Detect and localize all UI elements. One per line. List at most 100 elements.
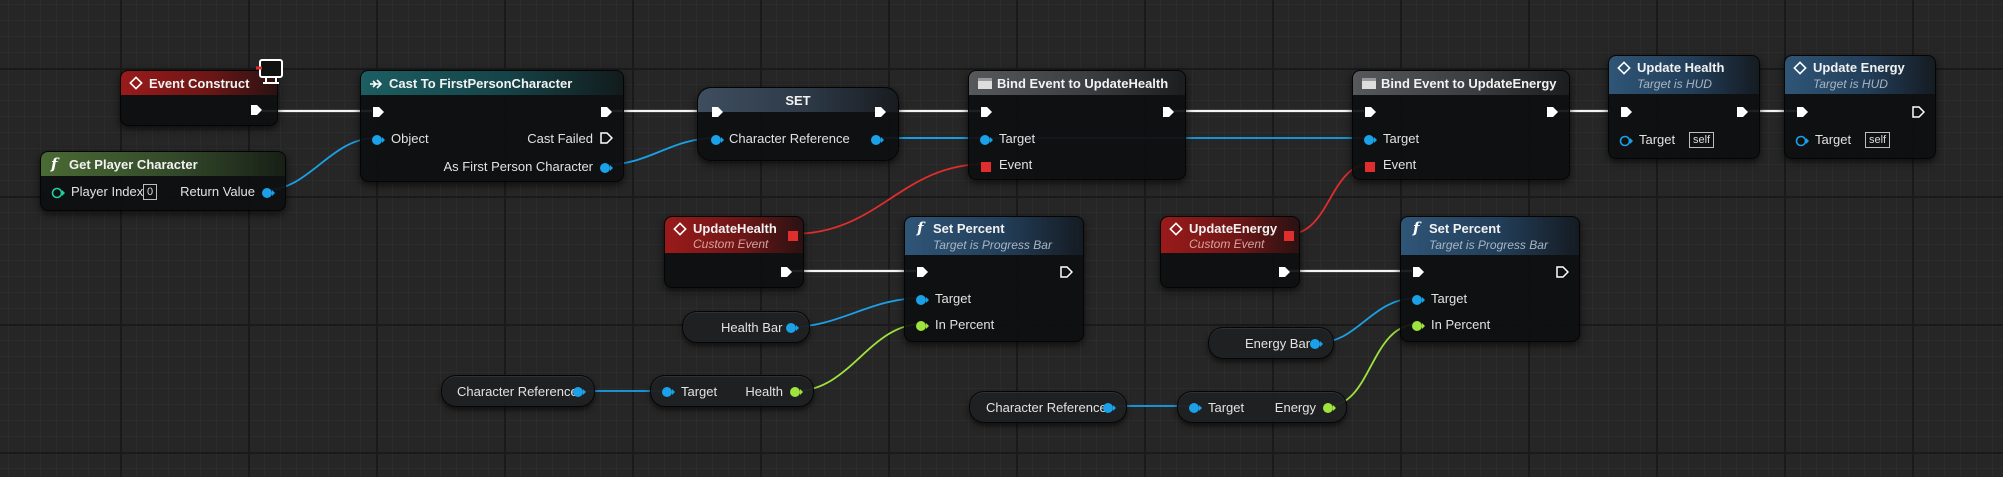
node-subtitle: Custom Event bbox=[1189, 237, 1265, 251]
object-in-pin[interactable] bbox=[710, 133, 724, 151]
node-title: Bind Event to UpdateHealth bbox=[997, 76, 1169, 91]
bind-event-updatehealth-node[interactable]: Bind Event to UpdateHealth Target Event bbox=[968, 70, 1186, 180]
get-player-character-node[interactable]: f Get Player Character Player Index 0 Re… bbox=[40, 151, 286, 211]
exec-in-pin[interactable] bbox=[1795, 105, 1809, 124]
node-title: Bind Event to UpdateEnergy bbox=[1381, 76, 1557, 91]
node-title: Cast To FirstPersonCharacter bbox=[389, 76, 573, 91]
variable-label: Character Reference bbox=[986, 400, 1107, 415]
object-in-pin[interactable] bbox=[371, 133, 385, 151]
exec-in-pin[interactable] bbox=[915, 265, 929, 284]
self-input[interactable]: self bbox=[1865, 132, 1891, 148]
object-out-pin[interactable] bbox=[1309, 337, 1323, 355]
exec-in-pin[interactable] bbox=[371, 105, 385, 124]
delegate-out-pin[interactable] bbox=[1283, 229, 1295, 247]
float-in-pin[interactable] bbox=[915, 319, 929, 337]
delegate-in-pin[interactable] bbox=[980, 160, 992, 178]
object-out-pin[interactable] bbox=[785, 321, 799, 339]
pin-label-target: Target bbox=[681, 384, 718, 399]
update-health-node[interactable]: Update Health Target is HUD Target self bbox=[1608, 55, 1760, 159]
pin-label-player-index: Player Index bbox=[71, 184, 144, 199]
cast-to-firstpersoncharacter-node[interactable]: Cast To FirstPersonCharacter Object Cast… bbox=[360, 70, 624, 182]
node-title: Event Construct bbox=[149, 76, 250, 91]
pin-label-energy: Energy bbox=[1274, 400, 1316, 415]
object-in-pin[interactable] bbox=[1619, 134, 1633, 152]
object-in-pin[interactable] bbox=[1363, 133, 1377, 151]
character-reference-variable-node[interactable]: Character Reference bbox=[969, 391, 1127, 423]
pin-label-target: Target bbox=[1383, 131, 1420, 146]
int-in-pin[interactable] bbox=[51, 186, 65, 204]
variable-label: Health Bar bbox=[721, 320, 783, 335]
node-title: Update Health bbox=[1637, 60, 1725, 75]
node-title: UpdateEnergy bbox=[1189, 221, 1278, 236]
client-monitor-icon bbox=[254, 58, 284, 91]
float-in-pin[interactable] bbox=[1411, 319, 1425, 337]
pin-label-return-value: Return Value bbox=[180, 184, 255, 199]
object-wire bbox=[790, 297, 923, 328]
event-diamond-icon bbox=[1793, 61, 1807, 80]
bind-event-updateenergy-node[interactable]: Bind Event to UpdateEnergy Target Event bbox=[1352, 70, 1570, 180]
event-construct-node[interactable]: Event Construct bbox=[120, 70, 278, 126]
exec-out-pin[interactable] bbox=[1735, 105, 1749, 124]
set-node[interactable]: SET Character Reference bbox=[697, 87, 899, 161]
object-in-pin[interactable] bbox=[1411, 293, 1425, 311]
bind-event-icon bbox=[977, 77, 993, 95]
exec-out-pin[interactable] bbox=[873, 105, 887, 124]
set-percent-health-node[interactable]: f Set Percent Target is Progress Bar Tar… bbox=[904, 216, 1084, 342]
object-in-pin[interactable] bbox=[1795, 134, 1809, 152]
exec-in-pin[interactable] bbox=[1619, 105, 1633, 124]
float-out-pin[interactable] bbox=[789, 385, 803, 403]
node-title: Get Player Character bbox=[69, 157, 198, 172]
float-out-pin[interactable] bbox=[1322, 401, 1336, 419]
player-index-input[interactable]: 0 bbox=[143, 184, 158, 200]
exec-out-pin[interactable] bbox=[1059, 265, 1074, 284]
pin-label-target: Target bbox=[935, 291, 972, 306]
object-in-pin[interactable] bbox=[661, 385, 675, 403]
exec-out-pin[interactable] bbox=[1161, 105, 1175, 124]
exec-in-pin[interactable] bbox=[1363, 105, 1377, 124]
custom-event-updatehealth-node[interactable]: UpdateHealth Custom Event bbox=[664, 216, 804, 288]
delegate-in-pin[interactable] bbox=[1364, 160, 1376, 178]
get-health-node[interactable]: Target Health bbox=[650, 375, 814, 407]
exec-in-pin[interactable] bbox=[979, 105, 993, 124]
energy-bar-variable-node[interactable]: Energy Bar bbox=[1208, 327, 1334, 359]
object-out-pin[interactable] bbox=[1102, 401, 1116, 419]
delegate-out-pin[interactable] bbox=[787, 229, 799, 247]
node-subtitle: Custom Event bbox=[693, 237, 769, 251]
exec-out-pin[interactable] bbox=[779, 265, 793, 284]
object-out-pin[interactable] bbox=[572, 385, 586, 403]
event-diamond-icon bbox=[129, 76, 143, 95]
object-in-pin[interactable] bbox=[1188, 401, 1202, 419]
exec-in-pin[interactable] bbox=[710, 105, 724, 124]
exec-out-pin[interactable] bbox=[1555, 265, 1570, 284]
object-in-pin[interactable] bbox=[915, 293, 929, 311]
custom-event-updateenergy-node[interactable]: UpdateEnergy Custom Event bbox=[1160, 216, 1300, 288]
exec-out-pin[interactable] bbox=[249, 103, 263, 122]
node-subtitle: Target is HUD bbox=[1637, 77, 1712, 91]
node-subtitle: Target is HUD bbox=[1813, 77, 1888, 91]
exec-out-pin[interactable] bbox=[1545, 105, 1559, 124]
pin-label-as-fpc: As First Person Character bbox=[443, 159, 593, 174]
pin-label-event: Event bbox=[999, 157, 1033, 172]
exec-out-cast-failed-pin[interactable] bbox=[599, 131, 614, 150]
exec-out-pin[interactable] bbox=[1277, 265, 1291, 284]
character-reference-variable-node[interactable]: Character Reference bbox=[441, 375, 595, 407]
self-input[interactable]: self bbox=[1689, 132, 1715, 148]
pin-label-in-percent: In Percent bbox=[1431, 317, 1491, 332]
function-f-icon: f bbox=[1413, 219, 1420, 237]
object-out-pin[interactable] bbox=[261, 186, 275, 204]
get-energy-node[interactable]: Target Energy bbox=[1177, 391, 1347, 423]
event-diamond-icon bbox=[673, 222, 687, 241]
delegate-wire bbox=[791, 163, 987, 235]
set-percent-energy-node[interactable]: f Set Percent Target is Progress Bar Tar… bbox=[1400, 216, 1580, 342]
object-in-pin[interactable] bbox=[979, 133, 993, 151]
object-out-pin[interactable] bbox=[599, 161, 613, 179]
exec-in-pin[interactable] bbox=[1411, 265, 1425, 284]
exec-out-pin[interactable] bbox=[1911, 105, 1926, 124]
update-energy-node[interactable]: Update Energy Target is HUD Target self bbox=[1784, 55, 1936, 159]
node-title: UpdateHealth bbox=[693, 221, 777, 236]
bind-event-icon bbox=[1361, 77, 1377, 95]
health-bar-variable-node[interactable]: Health Bar bbox=[682, 311, 810, 343]
object-out-pin[interactable] bbox=[870, 133, 884, 151]
pin-label-target: Target bbox=[1815, 132, 1852, 147]
exec-out-pin[interactable] bbox=[599, 105, 613, 124]
